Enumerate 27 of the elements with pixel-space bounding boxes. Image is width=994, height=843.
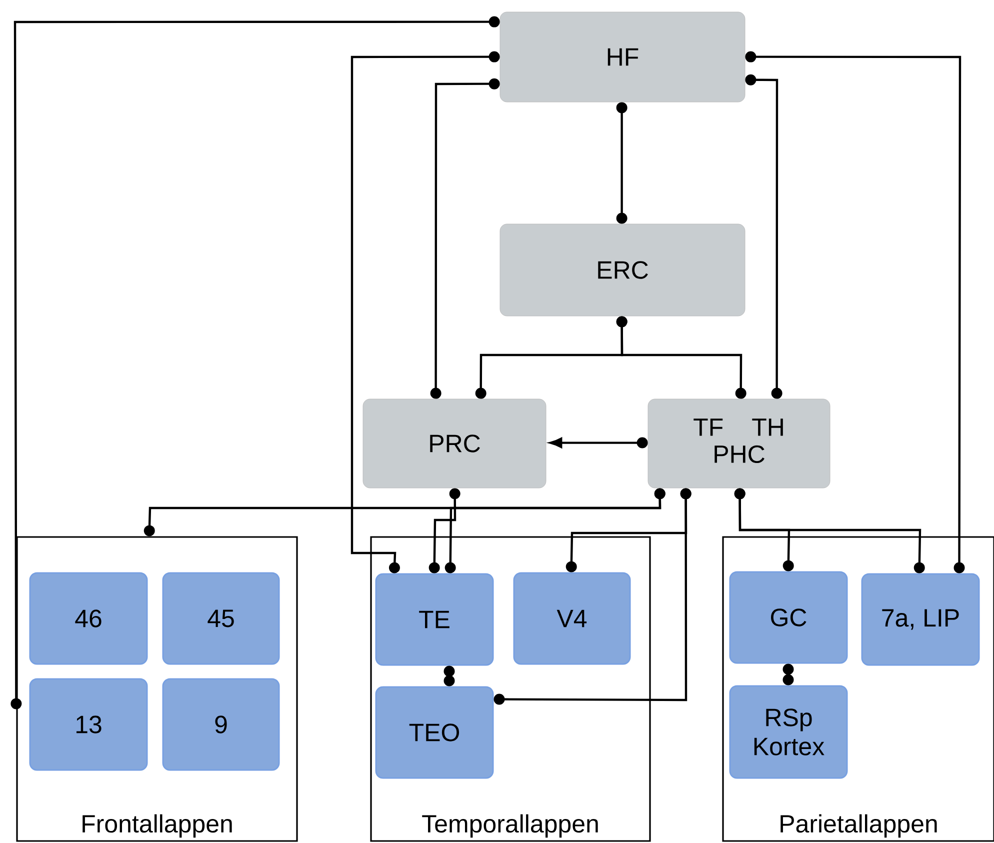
connector — [494, 488, 692, 705]
region-box: ERC — [500, 224, 746, 316]
area-box: TE — [375, 573, 494, 666]
connector — [444, 488, 666, 574]
connector — [10, 16, 500, 710]
connector — [430, 78, 500, 399]
area-box: 45 — [162, 572, 280, 665]
area-box: 9 — [162, 678, 280, 771]
area-box: V4 — [513, 572, 631, 665]
connector — [745, 51, 965, 574]
connector — [444, 666, 455, 686]
connector — [616, 102, 628, 224]
area-box: GC — [729, 571, 848, 664]
area-box: 46 — [29, 572, 148, 665]
area-box: RSp Kortex — [729, 685, 848, 779]
connector — [616, 316, 746, 399]
area-box: TEO — [375, 686, 494, 779]
area-box: 7a, LIP — [861, 573, 980, 666]
connector — [734, 488, 925, 574]
connector — [428, 488, 460, 574]
connector — [782, 664, 794, 686]
region-box: PRC — [362, 398, 546, 488]
region-box: TF TH PHC — [648, 398, 830, 488]
area-box: 13 — [29, 678, 148, 771]
region-box: HF — [500, 12, 746, 102]
connector — [350, 51, 500, 574]
connector — [745, 74, 782, 399]
